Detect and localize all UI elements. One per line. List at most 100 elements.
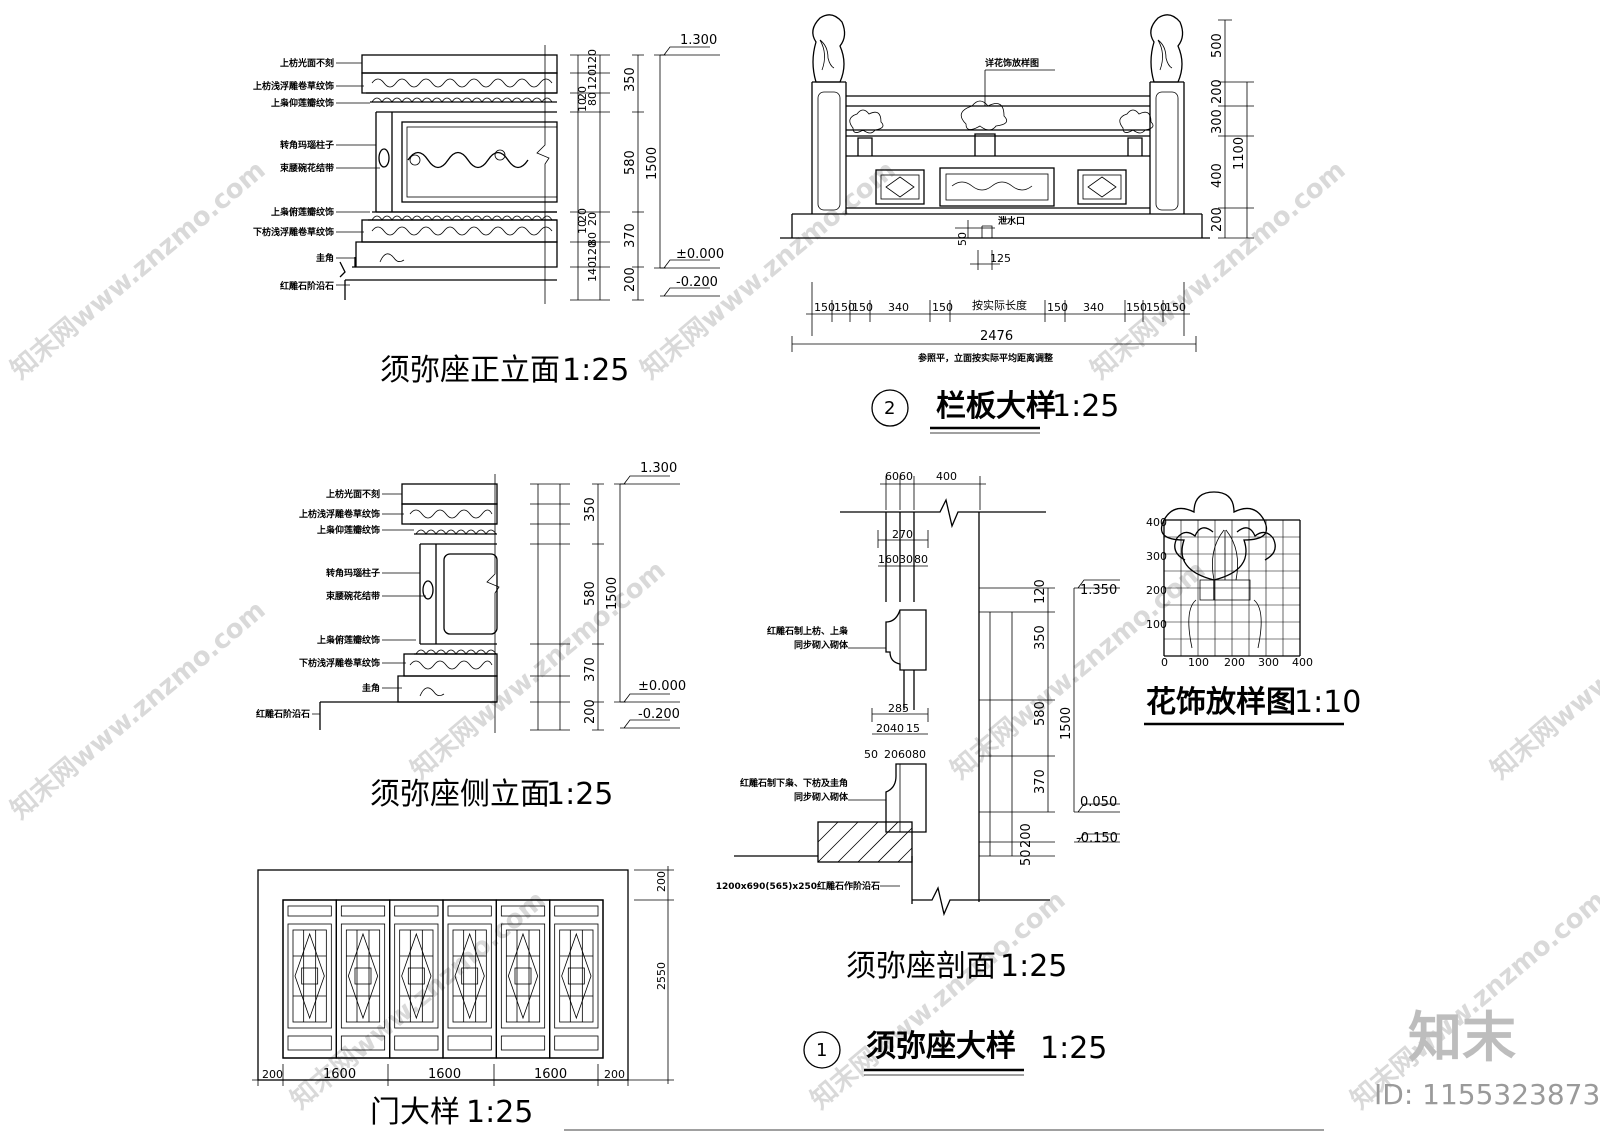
front-dim-total: 1500 xyxy=(645,147,660,180)
section-lower-dim: 40 xyxy=(890,722,904,735)
railing-right-dim: 200 xyxy=(1210,207,1225,232)
door-leaf-part xyxy=(567,967,585,985)
door-leaf-part xyxy=(554,1035,599,1051)
section-right-total: 1500 xyxy=(1059,707,1074,740)
door-bottom-dim: 1600 xyxy=(534,1067,567,1082)
door-leaf-part xyxy=(399,929,434,1023)
door-right-dim: 200 xyxy=(655,871,668,892)
section-title: 须弥座剖面 xyxy=(846,949,996,984)
door-leaf xyxy=(549,899,604,1059)
front-label: 上枋浅浮雕卷草纹饰 xyxy=(253,80,334,92)
section-drawing: 60 60 400 270 160 30 80 285 20 40 15 50 … xyxy=(716,470,1120,984)
railing-drain: 泄水口 xyxy=(998,215,1025,227)
side-label: 束腰碗花结带 xyxy=(326,590,380,602)
railing-bottom-dim: 340 xyxy=(1083,301,1104,314)
front-label: 上枭仰莲瓣纹饰 xyxy=(271,97,334,109)
section-note: 同步砌入砌体 xyxy=(794,791,849,803)
section-right-dim: 200 xyxy=(1019,823,1034,848)
detail-label: 1 须弥座大样 1:25 xyxy=(803,1029,1107,1076)
front-dim: 140 xyxy=(586,261,599,282)
side-elevation-title: 须弥座侧立面 xyxy=(370,777,550,812)
door-leaf-part xyxy=(500,923,546,1029)
ornament-x-tick: 0 xyxy=(1161,656,1168,669)
side-dim-large: 370 xyxy=(583,657,598,682)
ornament-y-tick: 400 xyxy=(1146,516,1167,529)
front-dim: 20 xyxy=(576,86,589,100)
door-scale: 1:25 xyxy=(466,1095,533,1130)
side-level: -0.200 xyxy=(638,707,680,722)
side-elevation-drawing: 上枋光面不刻 上枋浅浮雕卷草纹饰 上枭仰莲瓣纹饰 转角玛瑙柱子 束腰碗花结带 上… xyxy=(256,461,686,812)
watermark-text: 知末网www.znzmo.com xyxy=(5,155,271,385)
door-panels xyxy=(282,899,604,1059)
section-mid-dim: 270 xyxy=(892,528,913,541)
door-bottom-dim: 200 xyxy=(262,1068,283,1081)
front-dim: 20 xyxy=(586,212,599,226)
door-leaf xyxy=(389,899,444,1059)
section-lower-dim2: 20 xyxy=(884,748,898,761)
railing-bottom-note: 参照平，立面按实际平均距离调整 xyxy=(918,352,1053,364)
front-dim: 10 xyxy=(576,220,589,234)
side-label: 上枭仰莲瓣纹饰 xyxy=(317,524,380,536)
door-title: 门大样 xyxy=(370,1095,460,1130)
watermark-text: 知末网www.znzmo.com xyxy=(945,555,1211,785)
door-leaf-part xyxy=(301,967,319,985)
detail-circle: 1 xyxy=(816,1040,827,1061)
front-label: 红雕石阶沿石 xyxy=(280,280,334,292)
section-right-dim: 50 xyxy=(1019,849,1034,866)
front-dim: 80 xyxy=(586,92,599,106)
railing-bottom-dim: 150 xyxy=(1047,301,1068,314)
front-label: 圭角 xyxy=(316,252,334,264)
section-lower-dim: 20 xyxy=(876,722,890,735)
door-leaf-part xyxy=(394,1035,439,1051)
door-leaf-part xyxy=(453,930,487,1022)
side-dim-total: 1500 xyxy=(605,577,620,610)
door-leaf-part xyxy=(561,932,592,1020)
section-level: 1.350 xyxy=(1080,583,1117,598)
watermark-id: ID: 1155323873 xyxy=(1374,1078,1600,1111)
door-leaf-part xyxy=(554,905,599,917)
railing-right-dim: 200 xyxy=(1210,79,1225,104)
railing-bottom-dim: 150 xyxy=(834,301,855,314)
door-leaf-part xyxy=(506,930,540,1022)
section-level: 0.050 xyxy=(1080,795,1117,810)
railing-drain-w: 125 xyxy=(990,252,1011,265)
door-leaf-part xyxy=(340,905,386,917)
side-level: ±0.000 xyxy=(638,679,686,694)
door-leaf-part xyxy=(287,1035,332,1051)
front-dim-large: 370 xyxy=(623,223,638,248)
detail-title: 须弥座大样 xyxy=(866,1029,1016,1064)
door-leaf-part xyxy=(292,929,327,1023)
section-scale: 1:25 xyxy=(1000,949,1067,984)
railing-bottom-dim: 340 xyxy=(888,301,909,314)
door-leaf-part xyxy=(554,923,599,1029)
front-elevation-title: 须弥座正立面 xyxy=(380,353,560,388)
door-leaf xyxy=(335,899,391,1059)
railing-drain-h: 50 xyxy=(956,232,969,246)
railing-drawing: 详花饰放样图 泄水口 125 50 500 200 300 400 200 11… xyxy=(780,14,1254,434)
door-leaf-part xyxy=(514,967,532,985)
railing-bottom-dim: 150 xyxy=(932,301,953,314)
front-elevation-drawing: 上枋光面不刻 上枋浅浮雕卷草纹饰 上枭仰莲瓣纹饰 转角玛瑙柱子 束腰碗花结带 上… xyxy=(253,33,724,388)
side-dim-large: 580 xyxy=(583,581,598,606)
side-label: 上枭俯莲瓣纹饰 xyxy=(317,634,380,646)
railing-bottom-dim: 150 xyxy=(1146,301,1167,314)
side-label: 上枋浅浮雕卷草纹饰 xyxy=(299,508,380,520)
front-level: ±0.000 xyxy=(676,247,724,262)
door-bottom-dim: 1600 xyxy=(323,1067,356,1082)
section-note: 1200x690(565)x250红雕石作阶沿石 xyxy=(716,880,880,892)
door-leaf-part xyxy=(287,923,332,1029)
railing-bottom-dim: 150 xyxy=(814,301,835,314)
door-leaf-part xyxy=(447,923,492,1029)
railing-right-dim: 500 xyxy=(1210,33,1225,58)
door-leaf-part xyxy=(507,932,539,1020)
section-lower-dim: 15 xyxy=(906,722,920,735)
ornament-scale: 1:10 xyxy=(1294,685,1361,720)
section-lower-dim2: 80 xyxy=(912,748,926,761)
watermark-text: 知末网www.znzmo.com xyxy=(5,595,271,825)
section-right-dim: 580 xyxy=(1033,701,1048,726)
front-level: 1.300 xyxy=(680,33,717,48)
door-leaf-part xyxy=(452,929,487,1023)
front-dim: 20 xyxy=(576,208,589,222)
door-leaf-part xyxy=(340,923,386,1029)
front-label: 上枋光面不刻 xyxy=(280,57,334,69)
